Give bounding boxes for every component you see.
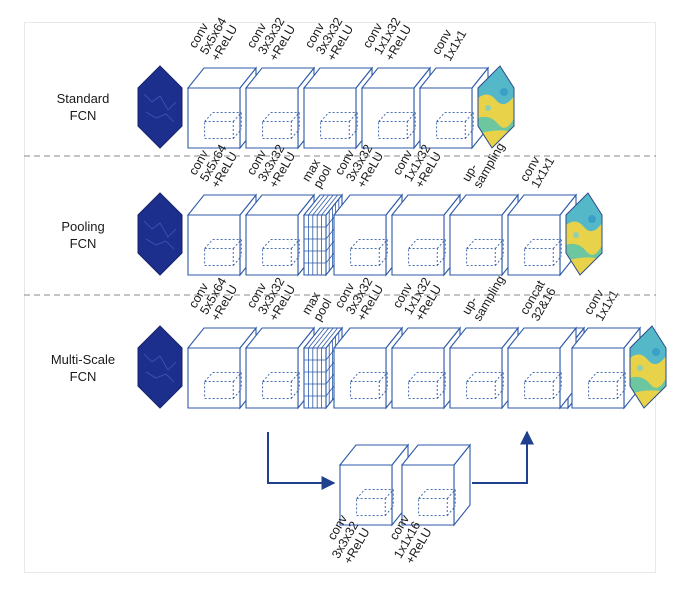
kernel-outline [418,489,456,516]
kernel-outline [262,112,300,139]
layer-label: conv1x1x1 [517,148,557,190]
kernel-outline [524,372,562,399]
kernel-outline [408,372,446,399]
layer-label: conv3x3x32+ReLU [244,269,299,324]
kernel-outline [524,239,562,266]
row-label-line1: Pooling [61,219,104,234]
skip-arrow-out [267,432,336,490]
skip-arrow-in [472,430,534,484]
diagram-frame [24,22,656,573]
kernel-outline [436,112,474,139]
kernel-outline [204,372,242,399]
branch-conv-layer [338,443,410,527]
kernel-outline [320,112,358,139]
branch-conv-layer [400,443,472,527]
kernel-outline [588,372,626,399]
layer-label: conv1x1x1 [581,281,621,323]
layer-label: conv1x1x32+ReLU [390,269,445,324]
layer-label: conv5x5x64+ReLU [186,9,241,64]
row-label-line1: Multi-Scale [51,352,115,367]
kernel-outline [378,112,416,139]
kernel-outline [466,239,504,266]
row-label-line1: Standard [57,91,110,106]
concat-layer [506,326,578,410]
layer-label: conv1x1x1 [429,21,469,63]
layer-label: conv3x3x32+ReLU [332,269,387,324]
input-image [137,325,183,409]
kernel-outline [408,239,446,266]
conv-layer [448,326,520,410]
row-label-line2: FCN [70,236,97,251]
kernel-outline [262,239,300,266]
layer-label: maxpool [299,289,335,324]
layer-label: concat32&16 [517,278,559,324]
layer-label: conv3x3x32+ReLU [244,9,299,64]
kernel-outline [350,239,388,266]
label-line: sampling [470,273,507,323]
layer-label: conv3x3x32+ReLU [302,9,357,64]
layer-label: maxpool [299,156,335,191]
kernel-outline [356,489,394,516]
row-label-line2: FCN [70,108,97,123]
kernel-outline [204,112,242,139]
kernel-outline [204,239,242,266]
kernel-outline [466,372,504,399]
label-line: sampling [470,140,507,190]
input-image [137,192,183,276]
layer-label: conv1x1x32+ReLU [360,9,415,64]
input-image [137,65,183,149]
kernel-outline [350,372,388,399]
branch-arrows [267,430,534,490]
layer-label: conv5x5x64+ReLU [186,269,241,324]
row-label-line2: FCN [70,369,97,384]
kernel-outline [262,372,300,399]
